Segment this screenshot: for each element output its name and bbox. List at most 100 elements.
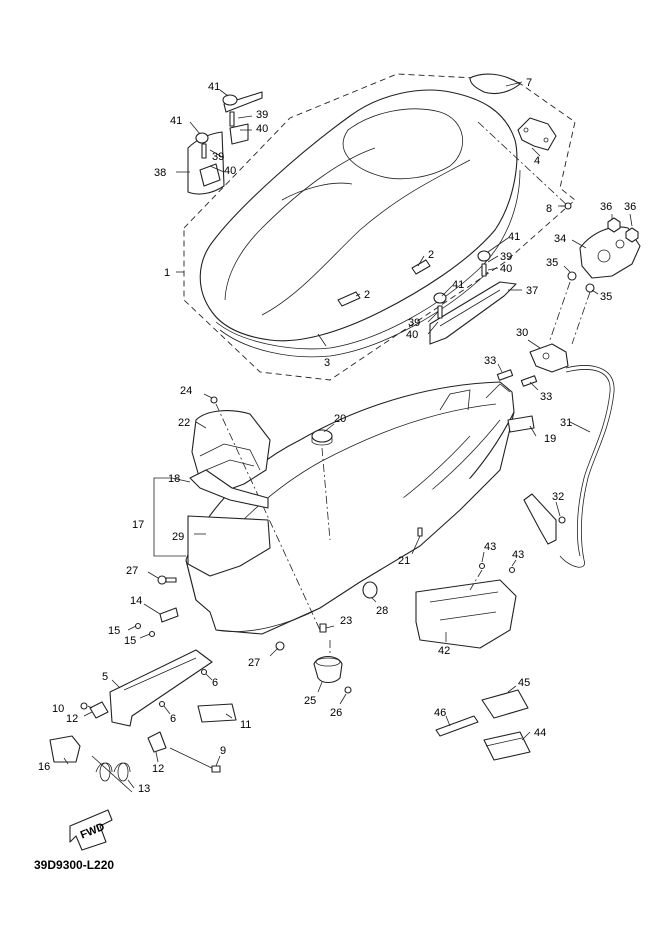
collar-12a [89,701,109,719]
fwd-arrow-icon [69,809,113,851]
cover-29 [187,515,271,577]
luggage-box [185,381,515,635]
callout-40d: 40 [406,329,418,341]
callout-3: 3 [324,357,330,369]
seat [199,89,521,358]
collar-25 [313,655,343,684]
callout-10: 10 [52,703,64,715]
callout-21: 21 [398,555,410,567]
callout-36b: 36 [624,201,636,213]
bolt-35a [567,271,577,281]
callout-44: 44 [534,727,546,739]
bracket-16 [49,735,81,763]
bolt-9 [169,747,221,773]
callout-27a: 27 [126,565,138,577]
callout-15b: 15 [124,635,136,647]
bolt-39a [229,111,235,127]
callout-20: 20 [334,413,346,425]
seat-bracket-4 [517,117,557,151]
callout-12b: 12 [152,763,164,775]
bolt-33a [496,369,514,381]
callout-42: 42 [438,645,450,657]
callout-2b: 2 [364,289,370,301]
callout-41d: 41 [452,279,464,291]
callout-9: 9 [220,745,226,757]
callout-16: 16 [38,761,50,773]
callout-40a: 40 [256,123,268,135]
callout-12a: 12 [66,713,78,725]
callout-1: 1 [164,267,170,279]
label-11 [197,703,237,723]
screw-15b [148,630,156,638]
nut-36b [625,227,639,243]
toolkit-45 [481,689,529,719]
seat-lock-bracket-34 [579,226,641,279]
callout-39c: 39 [500,251,512,263]
callout-30: 30 [516,327,528,339]
callout-41a: 41 [208,81,220,93]
bolt-39b [201,143,207,159]
clip-23 [319,623,327,633]
screw-15a [134,622,142,630]
bracket-5 [109,649,213,727]
callout-25: 25 [304,695,316,707]
cap-20 [311,429,333,446]
callout-46: 46 [434,707,446,719]
callout-39a: 39 [256,109,268,121]
seat-plate-7 [469,73,521,95]
damper-14 [159,607,179,623]
clip-21 [417,527,423,537]
collar-12b [147,731,167,753]
rubber-damper-41b [195,132,209,144]
gasket-18 [189,469,269,509]
callout-36a: 36 [600,201,612,213]
callout-6b: 6 [170,713,176,725]
callout-14: 14 [130,595,142,607]
screw-24 [210,396,218,404]
callout-11: 11 [240,719,251,731]
seat-clip-2a [337,291,361,307]
callout-41c: 41 [508,231,520,243]
callout-19: 19 [544,433,556,445]
bolt-33b [520,375,538,387]
seat-lock-cable-31 [559,365,615,568]
callout-29: 29 [172,531,184,543]
callout-33a: 33 [484,355,496,367]
callout-27b: 27 [248,657,260,669]
callout-40c: 40 [500,263,512,275]
damper-19 [507,415,535,433]
callout-33b: 33 [540,391,552,403]
rubber-damper-41a [222,94,238,106]
callout-13: 13 [138,783,150,795]
callout-40b: 40 [224,165,236,177]
callout-2a: 2 [428,249,434,261]
callout-35b: 35 [600,291,612,303]
bolt-27a [157,575,177,585]
callout-22: 22 [178,417,190,429]
drawing-code: 39D9300-L220 [34,858,115,872]
callout-26: 26 [330,707,342,719]
callout-17: 17 [132,519,144,531]
callout-41b: 41 [170,115,182,127]
screw-43a [478,562,486,570]
callout-7: 7 [526,77,532,89]
grommet-28 [362,581,378,599]
seat-hinge-37 [429,281,517,345]
spring-13 [91,755,133,793]
nut-10 [80,702,88,710]
callout-28: 28 [376,605,388,617]
callout-39d: 39 [408,317,420,329]
callout-45: 45 [518,677,530,689]
screw-6a [200,668,208,676]
callout-8: 8 [546,203,552,215]
callout-numbers: 1 2 2 3 4 5 6 6 7 8 9 10 11 12 12 13 14 … [38,77,636,841]
callout-43b: 43 [512,549,524,561]
callout-43a: 43 [484,541,496,553]
seat-lock-30 [529,343,569,373]
tray-42 [415,579,517,649]
callout-37: 37 [526,285,538,297]
screw-6b [158,700,166,708]
screw-43b [508,566,516,574]
manual-44 [483,731,531,761]
